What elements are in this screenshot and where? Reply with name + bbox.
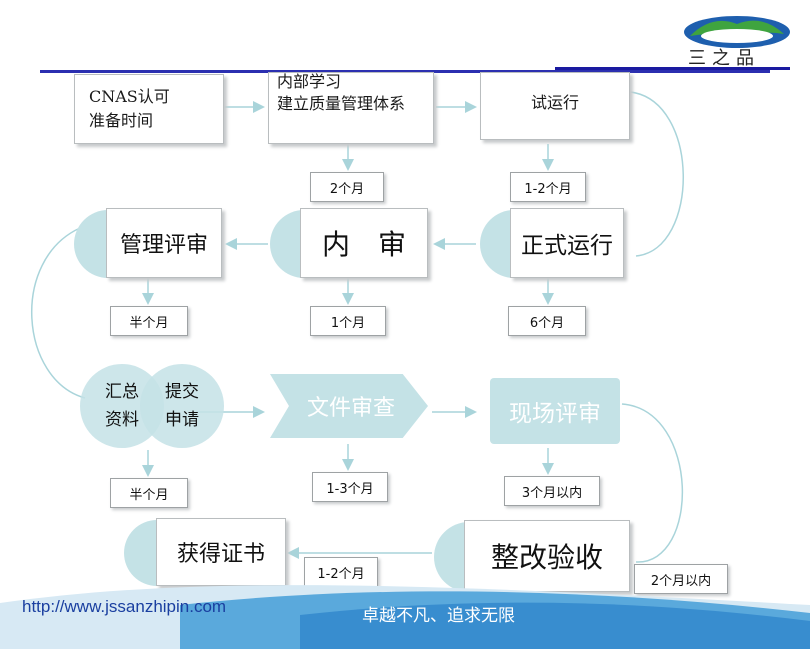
- stage-internal-learning-label: 内部学习 建立质量管理体系: [277, 72, 406, 113]
- duration-internal-audit: 1个月: [310, 306, 386, 336]
- stage-formal-run-label: 正式运行: [521, 233, 613, 259]
- logo-mountain-icon: [684, 16, 790, 48]
- stage-onsite-review-label: 现场评审: [509, 401, 601, 427]
- logo-text: 三之品: [688, 48, 760, 69]
- stage-cnas-prep: CNAS认可 准备时间: [74, 74, 224, 144]
- duration-submit: 半个月: [110, 478, 188, 508]
- duration-formal-run: 6个月: [508, 306, 586, 336]
- stage-certificate-label: 获得证书: [176, 542, 265, 567]
- stage-onsite-review: 现场评审: [490, 378, 620, 444]
- stage-internal-learning: 内部学习 建立质量管理体系: [268, 72, 434, 144]
- stage-summary-label: 汇总 资料: [105, 382, 139, 430]
- duration-onsite-review: 3个月以内: [504, 476, 600, 506]
- duration-mgmt-review: 半个月: [110, 306, 188, 336]
- stage-cnas-prep-label: CNAS认可 准备时间: [89, 87, 170, 130]
- stage-mgmt-review-label: 管理评审: [119, 233, 208, 258]
- footer-website-link[interactable]: http://www.jssanzhipin.com: [22, 597, 227, 616]
- stage-rectify-label: 整改验收: [490, 541, 603, 574]
- header-rule: [40, 70, 770, 73]
- stage-internal-audit-label: 内 审: [321, 228, 406, 261]
- header-rule-accent: [555, 67, 790, 70]
- duration-doc-review: 1-3个月: [312, 472, 388, 502]
- duration-trial-run: 1-2个月: [510, 172, 586, 202]
- stage-trial-run: 试运行: [480, 72, 630, 140]
- stage-certificate: 获得证书: [156, 518, 286, 586]
- stage-trial-run-label: 试运行: [530, 93, 579, 112]
- stage-formal-run: 正式运行: [510, 208, 624, 278]
- footer-slogan: 卓越不凡、追求无限: [362, 606, 515, 626]
- stage-submit: 提交 申请: [140, 364, 224, 448]
- stage-rectify: 整改验收: [464, 520, 630, 592]
- stage-doc-review-label: 文件审查: [306, 396, 395, 421]
- stage-internal-audit: 内 审: [300, 208, 428, 278]
- stage-doc-review: 文件审查: [270, 374, 428, 438]
- duration-rectify: 2个月以内: [634, 564, 728, 594]
- duration-internal-learning: 2个月: [310, 172, 384, 202]
- company-logo: 三之品: [682, 10, 792, 69]
- stage-submit-label: 提交 申请: [165, 382, 199, 430]
- footer-wave-banner: [0, 585, 810, 649]
- stage-mgmt-review: 管理评审: [106, 208, 222, 278]
